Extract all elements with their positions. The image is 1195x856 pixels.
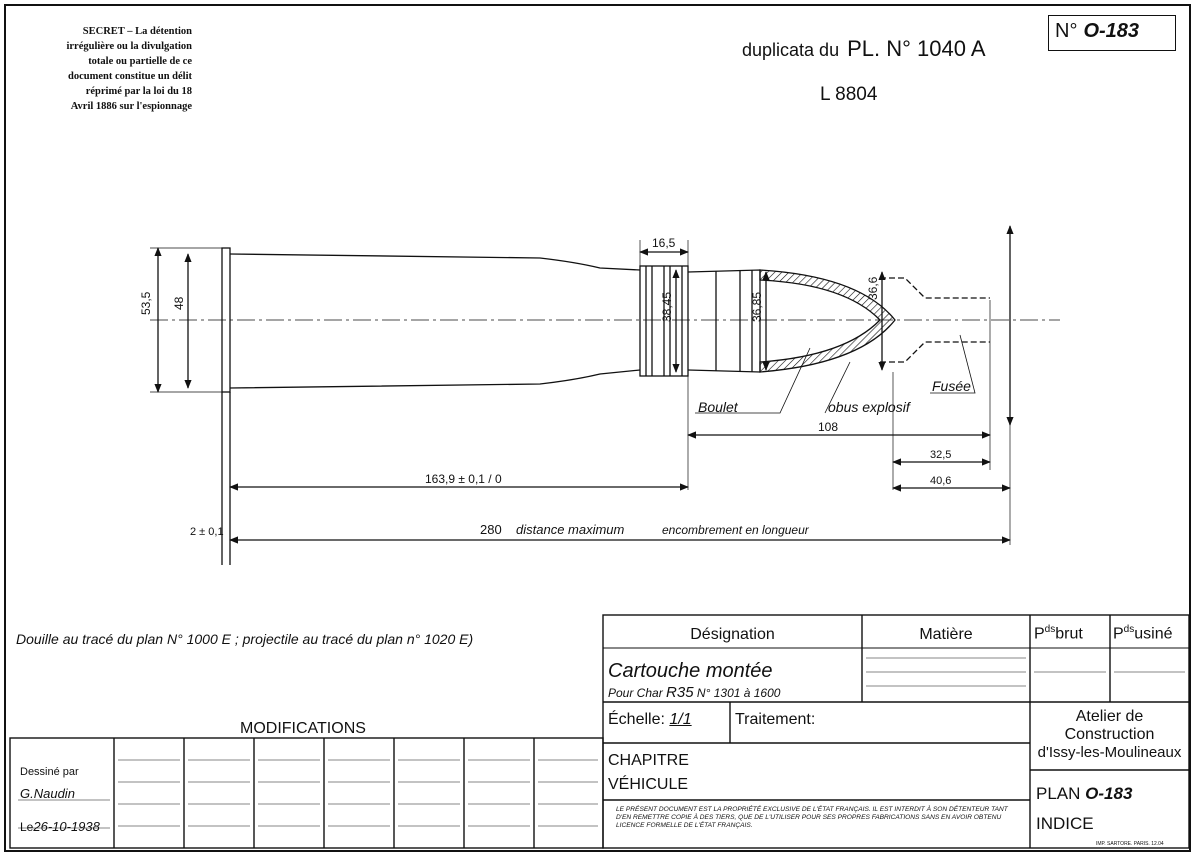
designation-header: Désignation (690, 626, 775, 643)
dim-label: 48 (172, 296, 186, 310)
matiere-header: Matière (919, 626, 973, 643)
obus-label: obus explosif (828, 399, 912, 415)
traitement-field: Traitement: (735, 711, 816, 728)
printer-mark: IMP. SARTORE. PARIS. 12.04 (1096, 841, 1164, 847)
dim-label: 53,5 (139, 291, 153, 315)
dessine-par-label: Dessiné par (20, 766, 79, 778)
duplicata-line: duplicata du PL. N° 1040 A (742, 36, 986, 62)
dim-label: 163,9 ± 0,1 / 0 (425, 472, 502, 486)
dim-label: 40,6 (930, 475, 951, 487)
dim-label: 32,5 (930, 449, 951, 461)
cartridge-drawing: 53,5 48 16,5 38,45 36,85 36,6 108 32,5 4… (139, 225, 1060, 565)
fusee-label: Fusée (932, 378, 971, 394)
pds-usine-header: Pdsusiné (1113, 624, 1173, 643)
secret-line: irrégulière ou la divulgation (66, 41, 192, 52)
dim-label: 280 (480, 522, 502, 537)
secret-notice: SECRET – La détention irrégulière ou la … (42, 24, 192, 114)
dim-label: 108 (818, 420, 838, 434)
secret-line: réprimé par la loi du 18 (85, 86, 192, 97)
modifications-header: MODIFICATIONS (240, 720, 366, 737)
chapitre-field: CHAPITRE (608, 752, 689, 769)
drawing-frame (4, 4, 1191, 852)
secret-line: Avril 1886 sur l'espionnage (70, 101, 192, 112)
duplicata-label: duplicata du (742, 40, 840, 60)
pds-brut-header: Pdsbrut (1034, 624, 1083, 643)
document-number-box: N°O-183 (1048, 15, 1176, 51)
atelier-name: Atelier de Construction d'Issy-les-Mouli… (1037, 708, 1182, 761)
tracing-note: Douille au tracé du plan N° 1000 E ; pro… (16, 631, 474, 647)
secret-line: document constitue un délit (68, 71, 192, 82)
case-body-top (229, 253, 641, 271)
title-block-lines (9, 614, 1190, 849)
boulet-label: Boulet (698, 399, 739, 415)
designation-sub: Pour Char R35 N° 1301 à 1600 (608, 684, 781, 701)
plan-reference: PL. N° 1040 A (847, 36, 986, 61)
date-field: Le26-10-1938 (20, 819, 100, 834)
dim-label: 16,5 (652, 236, 676, 250)
secondary-reference: L 8804 (820, 84, 878, 105)
distance-label: distance maximum (516, 522, 625, 537)
dim-label: 36,6 (866, 276, 880, 300)
dessine-par-value: G.Naudin (20, 786, 75, 801)
case-body-bottom (229, 369, 641, 389)
encombrement-label: encombrement en longueur (662, 523, 810, 537)
dim-label: 36,85 (750, 292, 764, 322)
dim-label: 2 ± 0,1 (190, 526, 224, 538)
indice-field: INDICE (1036, 814, 1094, 833)
designation-value: Cartouche montée (608, 660, 773, 682)
projectile-ogive (759, 269, 896, 373)
case-rim (221, 247, 231, 393)
secret-line: totale ou partielle de ce (88, 56, 192, 67)
dim-label: 38,45 (660, 292, 674, 322)
echelle-field: Échelle: 1/1 (608, 711, 692, 728)
vehicule-field: VÉHICULE (608, 776, 689, 793)
number-value: O-183 (1083, 20, 1140, 42)
number-label: N° (1055, 20, 1078, 42)
legal-notice: LE PRÉSENT DOCUMENT EST LA PROPRIÉTÉ EXC… (616, 806, 1008, 829)
secret-line: SECRET – La détention (82, 26, 192, 37)
plan-field: PLAN O-183 (1036, 784, 1133, 803)
